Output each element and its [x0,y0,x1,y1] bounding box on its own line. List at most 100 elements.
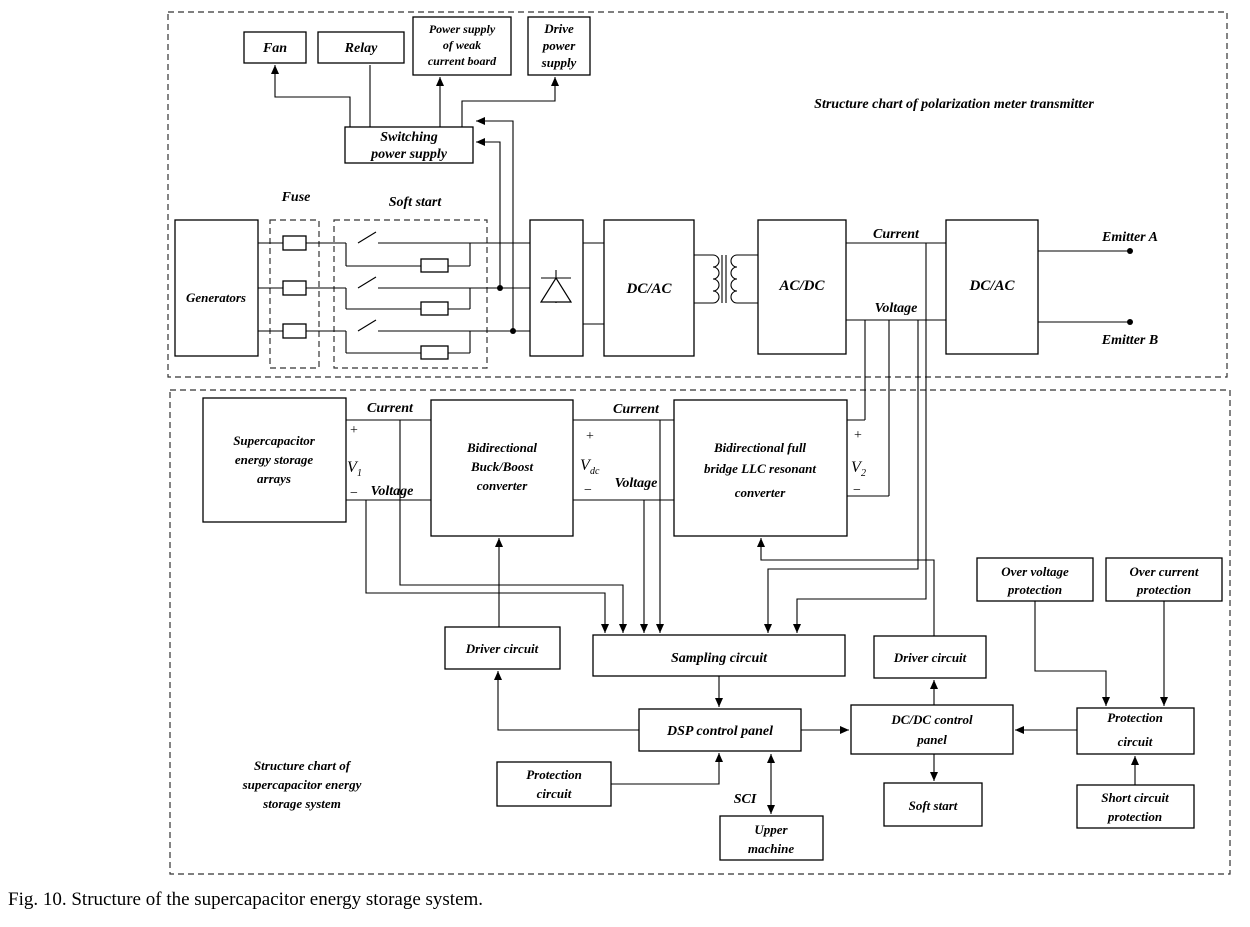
driver-left-box [444,626,561,670]
llc-line2: bridge LLC resonant [704,461,816,476]
weak-psu-line2: of weak [443,38,481,52]
wire-to-drive-psu [461,77,559,127]
llc-box [673,399,848,537]
fuse-1 [282,235,307,251]
protection-left-box [496,761,612,807]
upper-machine-box [719,815,824,861]
upper-machine-line2: machine [748,841,794,856]
wire-psu-in-2 [476,138,501,287]
v2-plus: + [854,428,862,443]
short-circuit-line1: Short circuit [1101,790,1169,805]
v2-label: V [851,459,863,476]
relay-box [317,31,405,64]
transformer-icon [694,254,758,304]
emitter-b-terminal [1127,319,1133,325]
protection-left-line1: Protection [526,767,582,782]
driver-right-box [873,635,987,679]
drive-psu-line1: Drive [543,21,574,36]
wire-sample-itop [793,243,927,633]
generators-box [174,219,259,357]
vdc-sub: dc [590,466,600,477]
dcac1-label: DC/AC [625,281,672,297]
acdc-label: AC/DC [778,278,825,294]
buck-boost-line2: Buck/Boost [470,459,534,474]
buck-boost-line1: Bidirectional [466,440,537,455]
v1-minus: − [350,486,358,501]
v1-sub: 1 [357,468,362,479]
switching-psu-line2: power supply [370,147,448,162]
over-voltage-box [976,557,1094,602]
current-top-label: Current [873,227,920,242]
wire-to-fan [271,65,351,127]
transmitter-region [167,11,1228,378]
drive-psu-line2: power [542,38,576,53]
wire-sample-i1 [399,420,627,633]
wire-protection-to-dsp [611,753,723,785]
protection-left-line2: circuit [537,786,572,801]
short-circuit-line2: protection [1107,809,1162,824]
dcdc-ctrl-line2: panel [916,732,947,747]
over-voltage-line1: Over voltage [1001,564,1069,579]
storage-title-line3: storage system [262,796,341,811]
fuse-label: Fuse [281,190,311,205]
storage-title-line1: Structure chart of [254,758,352,773]
vdc-minus: − [584,483,592,498]
dcac2-label: DC/AC [968,278,1015,294]
weak-psu-line3: current board [428,54,497,68]
llc-line3: converter [735,485,786,500]
wire-sample-v1 [365,500,609,633]
v1-label: V [347,459,359,476]
voltage-1-label: Voltage [371,484,414,499]
drive-psu-line3: supply [541,55,577,70]
dcdc-ctrl-line1: DC/DC control [890,712,973,727]
acdc-box [757,219,847,355]
fuse-group [269,219,320,369]
wire-sample-vtop [764,320,919,633]
sci-label: SCI [734,792,757,807]
v2-sub: 2 [861,468,866,479]
over-current-line2: protection [1136,582,1191,597]
soft-start-bottom-label: Soft start [909,798,958,813]
llc-line1: Bidirectional full [713,440,806,455]
driver-left-label: Driver circuit [465,641,539,656]
phase-wiring [258,231,530,360]
voltage-top-label: Voltage [875,301,918,316]
over-current-line1: Over current [1130,564,1199,579]
over-voltage-line2: protection [1007,582,1062,597]
emitter-a-terminal [1127,248,1133,254]
emitter-b-label: Emitter B [1101,333,1158,348]
vdc-label: V [580,457,592,474]
wire-psu-in-1 [476,117,514,330]
vdc-plus: + [586,429,594,444]
weak-psu-line1: Power supply [429,22,496,36]
current-2-label: Current [613,402,660,417]
supercap-line1: Supercapacitor [233,433,316,448]
upper-machine-line1: Upper [754,822,788,837]
buck-boost-box [430,399,574,537]
driver-right-label: Driver circuit [893,650,967,665]
switching-psu-line1: Switching [380,130,438,145]
switching-psu-box [344,126,474,164]
emitter-a-label: Emitter A [1101,230,1158,245]
dsp-label: DSP control panel [666,724,773,739]
voltage-2-label: Voltage [615,476,658,491]
soft-start-bottom-box [883,782,983,827]
protection-right-line1: Protection [1107,710,1163,725]
wire-ov-to-protection [1034,601,1110,706]
diode-icon [539,270,573,303]
fuse-3 [282,323,307,339]
storage-region [169,389,1231,875]
generators-label: Generators [186,290,246,305]
figure-caption: Fig. 10. Structure of the supercapacitor… [8,889,483,910]
wire-dsp-to-driver [494,671,639,731]
soft-start-top-label: Soft start [389,195,443,210]
protection-right-line2: circuit [1118,734,1153,749]
relay-label: Relay [344,41,378,56]
storage-title-line2: supercapacitor energy [242,777,362,792]
wire-driver-to-llc [757,538,935,636]
protection-right-box [1076,707,1195,755]
v2-minus: − [853,483,861,498]
supercap-box [202,397,347,523]
sampling-label: Sampling circuit [671,651,768,666]
